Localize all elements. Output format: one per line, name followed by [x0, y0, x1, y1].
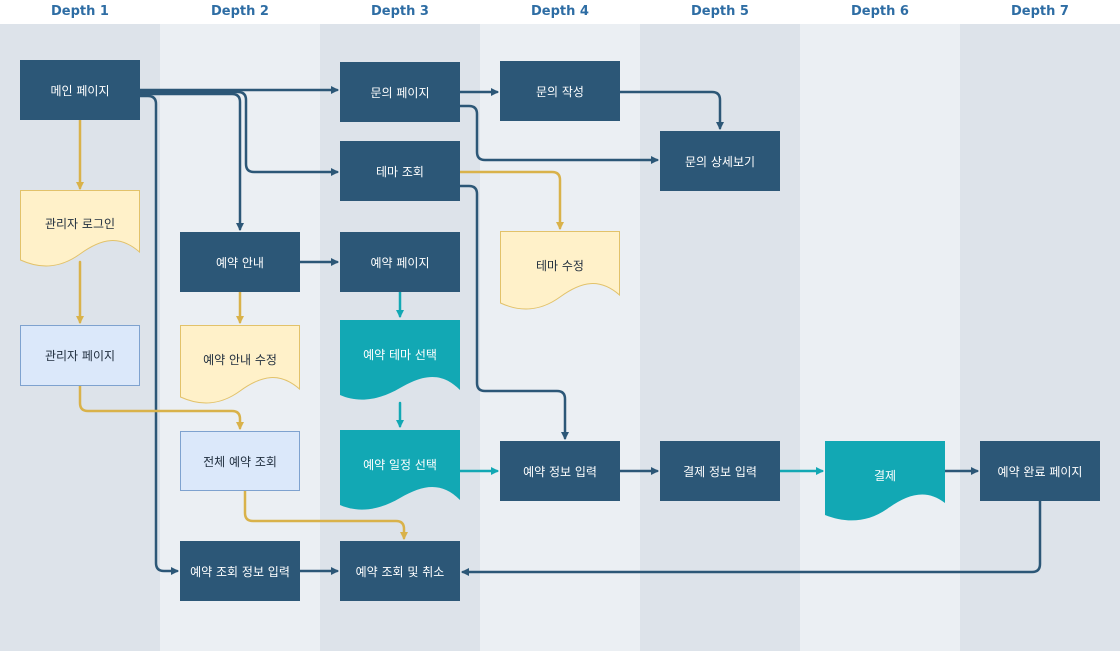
node-label: 예약 조회 정보 입력	[190, 564, 290, 579]
lane-header: Depth 4	[480, 0, 640, 24]
node-admin-page[interactable]: 관리자 페이지	[20, 325, 140, 386]
lane-depth-6: Depth 6	[800, 0, 960, 651]
node-admin-login[interactable]: 관리자 로그인	[20, 190, 140, 270]
node-label: 결제 정보 입력	[683, 464, 757, 479]
edge-admin-to-all-reservations	[78, 384, 244, 430]
node-inquiry-detail[interactable]: 문의 상세보기	[660, 131, 780, 191]
node-reservation-page[interactable]: 예약 페이지	[340, 232, 460, 292]
node-label: 메인 페이지	[50, 83, 110, 98]
lane-header: Depth 5	[640, 0, 800, 24]
node-theme-lookup[interactable]: 테마 조회	[340, 141, 460, 201]
node-main-page[interactable]: 메인 페이지	[20, 60, 140, 120]
node-inquiry-page[interactable]: 문의 페이지	[340, 62, 460, 122]
node-payment[interactable]: 결제	[825, 441, 945, 523]
edge-main-to-lookup-input	[138, 94, 179, 575]
lane-header: Depth 6	[800, 0, 960, 24]
node-label: 관리자 페이지	[44, 349, 116, 363]
node-lookup-cancel[interactable]: 예약 조회 및 취소	[340, 541, 460, 601]
edge-main-to-reservation-guide	[138, 92, 244, 231]
edge-inquiry-to-detail	[458, 104, 659, 164]
node-label: 예약 조회 및 취소	[355, 564, 445, 579]
node-reservation-guide-edit[interactable]: 예약 안내 수정	[180, 325, 300, 407]
lane-body	[800, 24, 960, 651]
node-label: 관리자 로그인	[44, 216, 116, 231]
node-reservation-lookup-input[interactable]: 예약 조회 정보 입력	[180, 541, 300, 601]
node-select-theme[interactable]: 예약 테마 선택	[340, 320, 460, 403]
document-shape	[825, 441, 945, 521]
node-label: 전체 예약 조회	[203, 454, 277, 469]
node-label: 예약 페이지	[370, 255, 430, 270]
node-reservation-complete[interactable]: 예약 완료 페이지	[980, 441, 1100, 501]
document-shape	[340, 430, 460, 510]
node-label: 테마 조회	[376, 164, 424, 179]
document-shape	[20, 190, 140, 267]
edge-all-reservations-to-cancel	[243, 489, 408, 540]
node-label: 예약 테마 선택	[363, 348, 437, 362]
document-shape	[340, 320, 460, 400]
node-reservation-info-input[interactable]: 예약 정보 입력	[500, 441, 620, 501]
node-label: 예약 일정 선택	[363, 458, 437, 472]
document-shape	[180, 325, 300, 404]
lane-header: Depth 3	[320, 0, 480, 24]
lane-body	[480, 24, 640, 651]
node-all-reservations[interactable]: 전체 예약 조회	[180, 431, 300, 491]
node-theme-edit[interactable]: 테마 수정	[500, 231, 620, 313]
edge-theme-to-reservation-info	[458, 184, 569, 440]
node-label: 예약 안내	[216, 255, 264, 270]
lane-depth-4: Depth 4	[480, 0, 640, 651]
lane-header: Depth 7	[960, 0, 1120, 24]
node-select-schedule[interactable]: 예약 일정 선택	[340, 430, 460, 513]
node-label: 문의 페이지	[370, 85, 430, 100]
node-payment-info-input[interactable]: 결제 정보 입력	[660, 441, 780, 501]
node-label: 예약 안내 수정	[203, 352, 277, 367]
lane-header: Depth 1	[0, 0, 160, 24]
node-label: 문의 상세보기	[684, 154, 756, 169]
node-label: 결제	[873, 468, 897, 483]
lane-header: Depth 2	[160, 0, 320, 24]
edge-complete-to-cancel	[461, 499, 1042, 576]
node-write-inquiry[interactable]: 문의 작성	[500, 61, 620, 121]
edge-main-to-theme-lookup	[138, 90, 339, 176]
node-reservation-guide[interactable]: 예약 안내	[180, 232, 300, 292]
node-label: 문의 작성	[536, 84, 584, 99]
node-label: 예약 완료 페이지	[997, 464, 1083, 479]
edge-write-to-detail	[618, 90, 724, 130]
node-label: 예약 정보 입력	[523, 464, 597, 479]
document-shape	[500, 231, 620, 310]
edge-theme-to-theme-edit	[458, 170, 564, 230]
node-label: 테마 수정	[536, 258, 584, 273]
